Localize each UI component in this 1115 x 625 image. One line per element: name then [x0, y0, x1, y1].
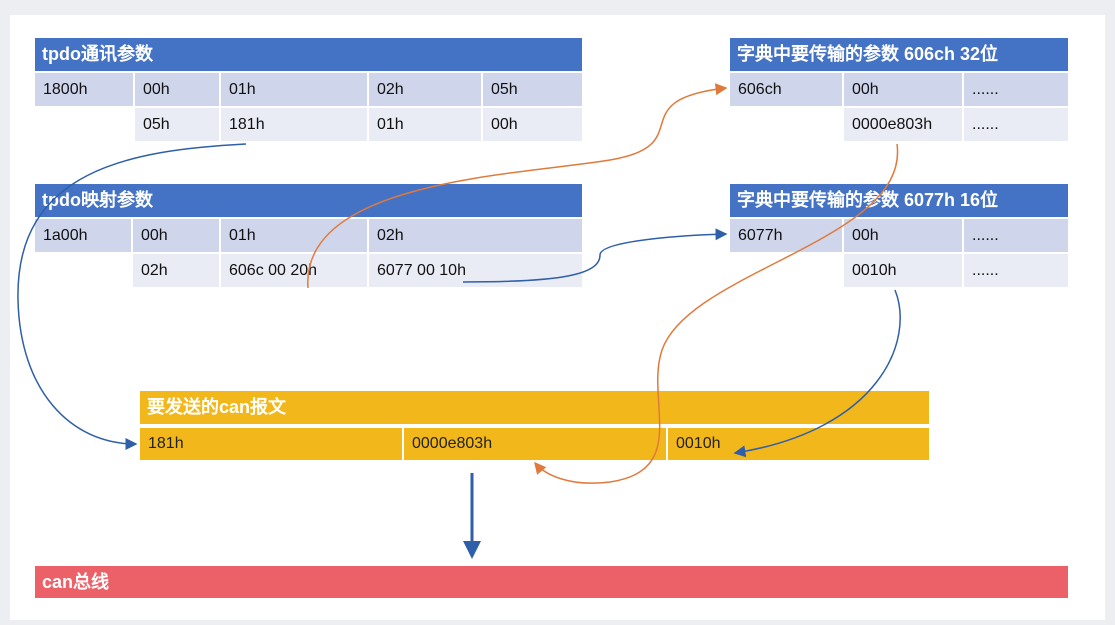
tpdo-comm-table: tpdo通讯参数 1800h 00h 01h 02h 05h 05h 181h … — [35, 38, 582, 142]
table-cell: 1a00h — [35, 219, 133, 252]
table-cell: 00h — [135, 73, 221, 106]
arrow-dict6077-to-can — [733, 289, 901, 458]
table-cell: 01h — [221, 73, 369, 106]
table-cell: 0010h — [844, 254, 964, 287]
table-cell: 01h — [369, 108, 483, 141]
table-cell: ...... — [964, 73, 1068, 106]
table-cell: 00h — [133, 219, 221, 252]
tpdo-comm-title: tpdo通讯参数 — [35, 38, 582, 71]
table-cell: ...... — [964, 108, 1068, 141]
table-cell: 05h — [135, 108, 221, 141]
table-cell: 181h — [221, 108, 369, 141]
dict-606c-table: 字典中要传输的参数 606ch 32位 606ch 00h ...... 000… — [730, 38, 1068, 142]
table-cell: ...... — [964, 219, 1068, 252]
tpdo-map-title: tpdo映射参数 — [35, 184, 582, 217]
dict-6077-title: 字典中要传输的参数 6077h 16位 — [730, 184, 1068, 217]
table-cell: 02h — [369, 73, 483, 106]
can-cell-6077: 0010h — [668, 428, 929, 460]
table-cell: 05h — [483, 73, 582, 106]
dict-6077-table: 字典中要传输的参数 6077h 16位 6077h 00h ...... 001… — [730, 184, 1068, 288]
table-cell: 6077h — [730, 219, 844, 252]
table-cell: 00h — [844, 73, 964, 106]
can-message-title: 要发送的can报文 — [140, 391, 929, 424]
table-cell: 606ch — [730, 73, 844, 106]
table-cell: 606c 00 20h — [221, 254, 369, 287]
arrow-map606c-to-dict — [307, 83, 728, 289]
table-cell: 01h — [221, 219, 369, 252]
table-cell: ...... — [964, 254, 1068, 287]
table-cell: 00h — [483, 108, 582, 141]
table-cell: 00h — [844, 219, 964, 252]
can-bus-bar: can总线 — [35, 566, 1068, 598]
can-cell-606c: 0000e803h — [404, 428, 666, 460]
arrow-cobid-to-can — [17, 143, 247, 450]
arrow-map6077-to-dict — [462, 228, 728, 283]
table-cell: 02h — [369, 219, 582, 252]
can-cell-cobid: 181h — [140, 428, 402, 460]
table-cell: 1800h — [35, 73, 135, 106]
dict-606c-title: 字典中要传输的参数 606ch 32位 — [730, 38, 1068, 71]
table-cell: 0000e803h — [844, 108, 964, 141]
arrow-dict606c-to-can — [534, 143, 899, 484]
table-cell: 02h — [133, 254, 221, 287]
tpdo-map-table: tpdo映射参数 1a00h 00h 01h 02h 02h 606c 00 2… — [35, 184, 582, 288]
